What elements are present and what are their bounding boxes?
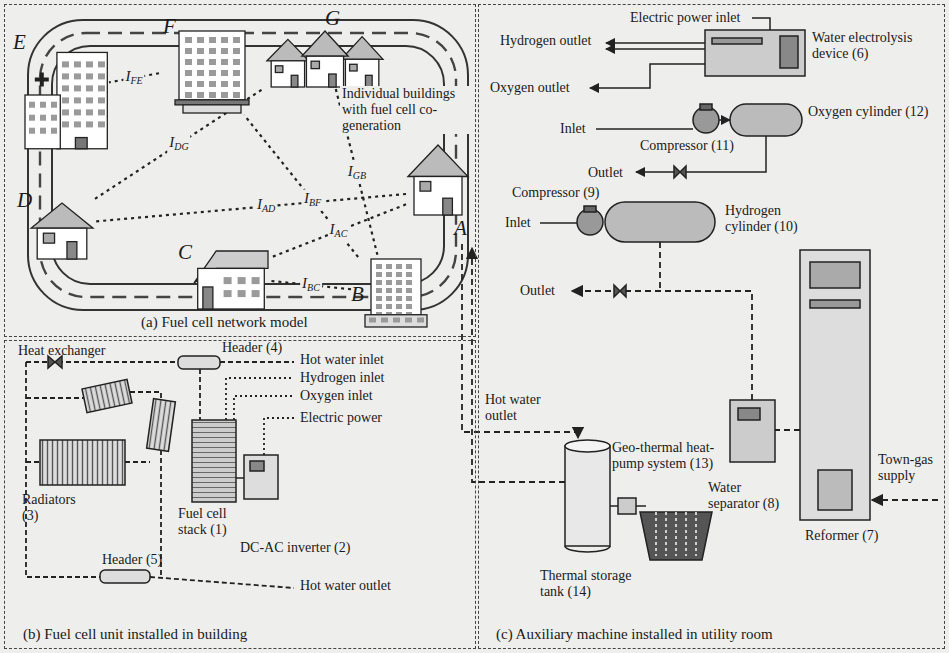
building-letter: E bbox=[13, 31, 26, 53]
part-label: Radiators (3) bbox=[22, 492, 92, 524]
part-label: Electric power inlet bbox=[630, 10, 740, 26]
part-label: Geo-thermal heat-pump system (13) bbox=[612, 440, 720, 472]
building-node: G bbox=[263, 7, 388, 89]
panel-caption: (a) Fuel cell network model bbox=[141, 314, 308, 331]
current-flow-line bbox=[95, 194, 406, 221]
building-node: D bbox=[15, 189, 95, 261]
part-label: Hydrogen outlet bbox=[500, 33, 591, 49]
part-label: Hot water outlet bbox=[300, 578, 391, 594]
part-label: Oxygen inlet bbox=[300, 388, 373, 404]
building-picture bbox=[267, 31, 383, 87]
part-label: Oxygen cylinder (12) bbox=[808, 104, 929, 120]
building-picture bbox=[31, 203, 93, 259]
part-label: Reformer (7) bbox=[805, 528, 878, 544]
part-label: Fuel cell stack (1) bbox=[178, 506, 244, 538]
part-label: Hydrogen inlet bbox=[300, 370, 384, 386]
current-label: IBC bbox=[300, 275, 322, 296]
panel-caption: (b) Fuel cell unit installed in building bbox=[23, 626, 247, 643]
current-label: IAD bbox=[255, 196, 277, 217]
dashed-panel: (a) Fuel cell network model E F G A D C B bbox=[4, 4, 476, 337]
building-node: B bbox=[351, 257, 423, 329]
building-picture bbox=[25, 39, 109, 151]
part-label: Outlet bbox=[588, 165, 623, 181]
part-label: Inlet bbox=[560, 121, 586, 137]
current-label: IAC bbox=[328, 220, 350, 241]
building-letter: A bbox=[454, 217, 467, 239]
building-letter: G bbox=[325, 7, 340, 29]
current-label: IGB bbox=[346, 163, 368, 184]
part-label: Hydrogen cylinder (10) bbox=[725, 203, 815, 235]
current-label: IBF bbox=[302, 190, 323, 211]
current-flow-line bbox=[244, 115, 358, 257]
dashed-panel: (c) Auxiliary machine installed in utili… bbox=[478, 4, 945, 649]
part-label: Town-gas supply bbox=[878, 452, 936, 484]
part-label: Heat exchanger bbox=[18, 343, 105, 359]
part-label: Individual buildings with fuel cell co-g… bbox=[340, 86, 474, 134]
part-label: Outlet bbox=[520, 283, 555, 299]
part-label: Inlet bbox=[505, 215, 531, 231]
part-label: Electric power bbox=[300, 410, 382, 426]
current-flow-line bbox=[271, 204, 406, 257]
part-label: Compressor (9) bbox=[512, 185, 600, 201]
building-node: F bbox=[159, 15, 249, 115]
part-label: Compressor (11) bbox=[640, 138, 734, 154]
part-label: Hot water inlet bbox=[300, 352, 384, 368]
building-picture bbox=[179, 31, 245, 113]
road-loop bbox=[28, 20, 468, 310]
hot-water-pipe bbox=[462, 244, 578, 482]
part-label: Thermal storage tank (14) bbox=[540, 568, 652, 600]
building-picture bbox=[194, 251, 268, 309]
building-picture bbox=[408, 145, 468, 215]
panel-caption: (c) Auxiliary machine installed in utili… bbox=[496, 626, 773, 643]
part-label: Water electrolysis device (6) bbox=[812, 30, 937, 62]
part-label: Hot water outlet bbox=[485, 392, 557, 424]
part-label: DC-AC inverter (2) bbox=[240, 540, 350, 556]
part-label: Header (4) bbox=[222, 340, 282, 356]
building-node: C bbox=[176, 241, 271, 311]
current-label: IFE bbox=[123, 67, 144, 88]
building-letter: F bbox=[163, 15, 176, 37]
auxiliary-machine-drawing bbox=[540, 18, 938, 560]
part-label: Header (5) bbox=[102, 552, 162, 568]
building-picture bbox=[371, 259, 421, 327]
building-letter: B bbox=[351, 283, 364, 305]
current-flow-line bbox=[95, 89, 263, 199]
part-label: Water separator (8) bbox=[708, 480, 793, 512]
current-label: IDG bbox=[167, 133, 190, 154]
building-node: E bbox=[9, 29, 109, 154]
building-letter: D bbox=[17, 189, 32, 211]
building-letter: C bbox=[178, 241, 192, 263]
part-label: Oxygen outlet bbox=[490, 80, 570, 96]
building-node: A bbox=[406, 141, 474, 241]
